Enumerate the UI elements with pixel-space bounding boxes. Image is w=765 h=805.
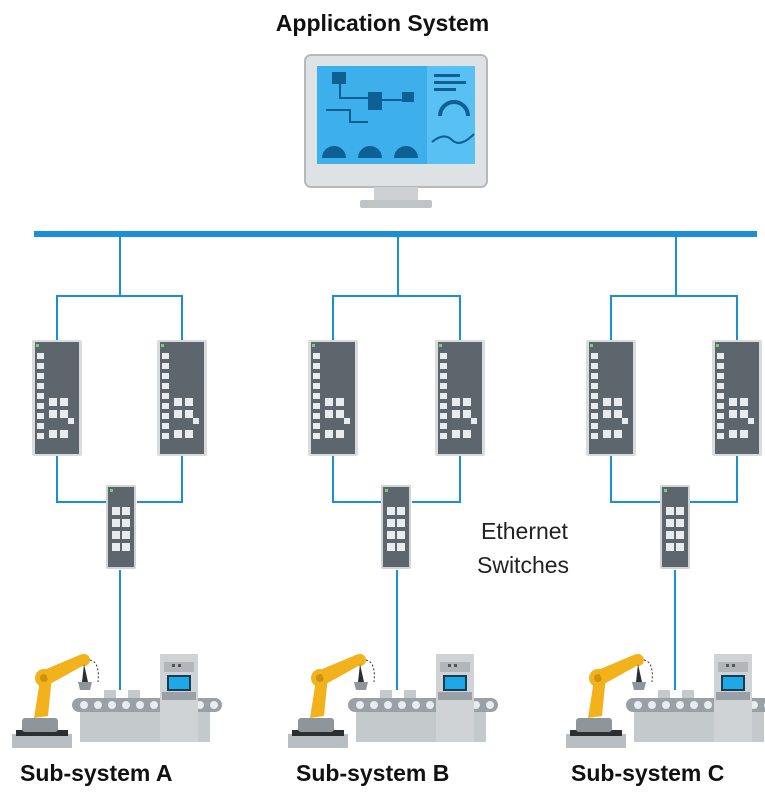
subsystem-label-c: Sub-system C <box>571 760 725 786</box>
ethernet-switch-icon <box>157 340 207 456</box>
ethernet-switch-icon <box>106 485 136 569</box>
switch-caption-line2: Switches <box>477 552 570 578</box>
switch-caption-line1: Ethernet <box>481 518 568 544</box>
ethernet-switch-icon <box>586 340 636 456</box>
ethernet-switch-icon <box>660 485 690 569</box>
computer-monitor-icon <box>304 54 488 208</box>
network-links <box>34 231 757 690</box>
ethernet-switch-icon <box>308 340 358 456</box>
robot-arm-icon <box>11 653 223 749</box>
robot-arm-icon <box>287 653 499 749</box>
ethernet-switch-icon <box>381 485 411 569</box>
ethernet-switch-icon <box>435 340 485 456</box>
subsystem-label-a: Sub-system A <box>20 760 173 786</box>
ethernet-switch-icon <box>32 340 82 456</box>
subsystem-label-b: Sub-system B <box>296 760 450 786</box>
robot-arm-icon <box>565 653 765 749</box>
diagram-title: Application System <box>275 10 490 36</box>
ethernet-switch-icon <box>712 340 762 456</box>
